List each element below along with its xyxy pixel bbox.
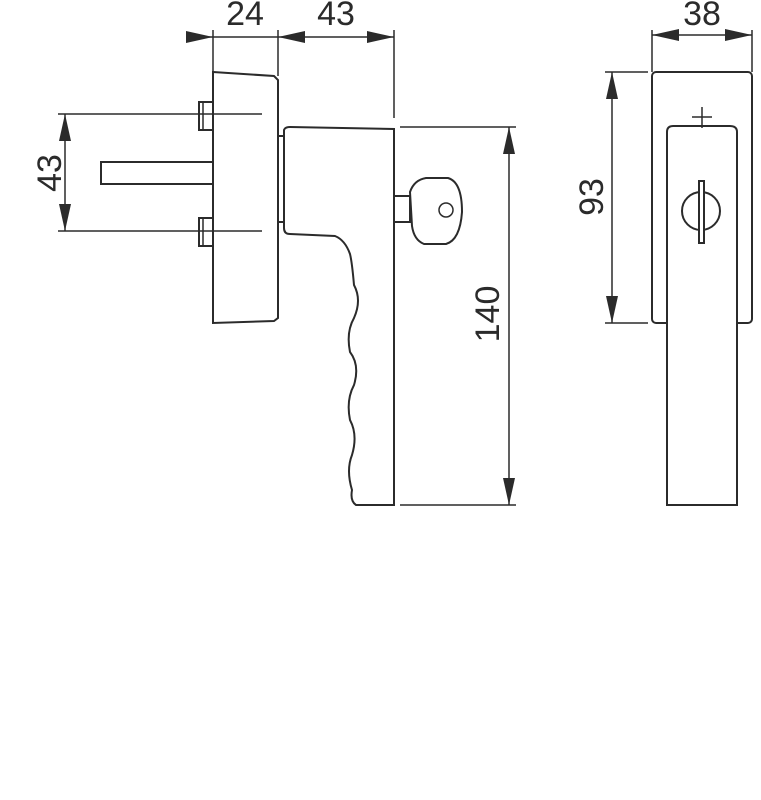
dim-label-38: 38 bbox=[683, 0, 721, 33]
dimension-spindle-spacing: 43 bbox=[31, 114, 71, 231]
dim-label-43-side: 43 bbox=[31, 154, 69, 192]
plus-mark-icon bbox=[692, 107, 712, 128]
dimension-depth-base: 24 bbox=[186, 0, 305, 43]
dim-label-24: 24 bbox=[226, 0, 264, 33]
dim-label-140: 140 bbox=[469, 286, 507, 343]
dimension-base-height: 93 bbox=[573, 72, 618, 323]
lock-cylinder-icon bbox=[681, 180, 721, 244]
base-rosette bbox=[212, 70, 279, 325]
spindle bbox=[100, 161, 214, 185]
dim-label-93: 93 bbox=[573, 178, 611, 216]
handle-lever bbox=[283, 125, 395, 506]
lower-screw bbox=[198, 217, 214, 247]
key-icon bbox=[393, 177, 464, 245]
side-view: 24 43 43 140 bbox=[31, 0, 516, 506]
front-view: 38 93 bbox=[573, 0, 753, 506]
dim-label-43-top: 43 bbox=[317, 0, 355, 33]
dimension-width: 38 bbox=[652, 0, 752, 41]
dimension-handle-length: 140 bbox=[469, 127, 515, 505]
upper-screw bbox=[198, 101, 214, 131]
dimension-depth-handle: 43 bbox=[278, 0, 394, 43]
